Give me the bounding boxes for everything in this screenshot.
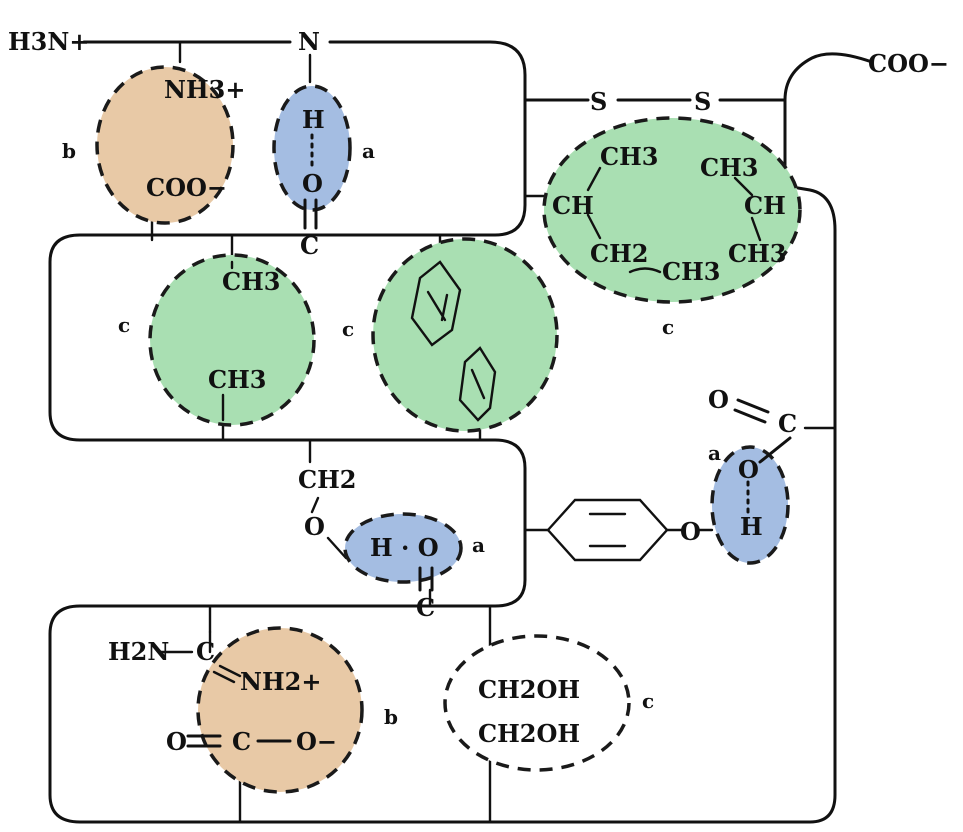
acid-c-label: C bbox=[778, 409, 797, 438]
arg-nh2-label: NH2+ bbox=[240, 667, 321, 696]
disulfide-s1-label: S bbox=[590, 87, 607, 116]
vdw-zone-ser-ser bbox=[443, 634, 631, 772]
tyr-o-label: O bbox=[680, 517, 701, 546]
hydrophobic-zone-ala bbox=[148, 253, 316, 427]
n-terminus-label: H3N+ bbox=[8, 27, 89, 56]
hbond-zone-tyr bbox=[710, 445, 790, 565]
ionic-zone-top bbox=[95, 65, 235, 225]
hbond-h-label: H bbox=[302, 105, 325, 134]
tyrosine-ring bbox=[546, 498, 714, 562]
tag-hbond-peptide: a bbox=[362, 139, 375, 163]
amide-n-label: N bbox=[298, 27, 320, 56]
acid-oh-o-label: O bbox=[738, 455, 759, 484]
ser-ch2-label: CH2 bbox=[298, 465, 356, 494]
inner-bonds bbox=[158, 133, 792, 748]
labels: H3N+ COO− N NH3+ COO− H O C S S CH3 CH C… bbox=[8, 27, 949, 756]
ch2oh-2-label: CH2OH bbox=[478, 719, 580, 748]
carbonyl-c-mid-label: C bbox=[416, 593, 435, 622]
ala-ch3-bottom-label: CH3 bbox=[208, 365, 266, 394]
tag-hydrophobic-phe: c bbox=[342, 317, 354, 341]
zone-tags: a b c c c a a b c bbox=[62, 139, 721, 729]
arg-c-label: C bbox=[196, 637, 215, 666]
ile-ch3-b-label: CH3 bbox=[662, 257, 720, 286]
ile-ch3-a-label: CH3 bbox=[600, 142, 658, 171]
ile-ch-label: CH bbox=[552, 191, 594, 220]
tag-ionic-top: b bbox=[62, 139, 76, 163]
phenyl-ring-1 bbox=[410, 260, 462, 347]
tyr-h-label: H bbox=[740, 512, 763, 541]
hydrophobic-zone-phe bbox=[371, 237, 559, 433]
tag-vdw-ser: c bbox=[642, 689, 654, 713]
ionic-top-negative-label: COO− bbox=[146, 173, 227, 202]
ile-ch2-label: CH2 bbox=[590, 239, 648, 268]
carbonyl-c-top-label: C bbox=[300, 231, 319, 260]
tag-hydrophobic-ala: c bbox=[118, 313, 130, 337]
acid-o-label: O bbox=[708, 385, 729, 414]
phenyl-ring-2 bbox=[458, 346, 497, 422]
leu-ch3-a-label: CH3 bbox=[700, 153, 758, 182]
leu-ch-label: CH bbox=[744, 191, 786, 220]
carboxyl-c-label: C bbox=[232, 727, 251, 756]
tag-ionic-bottom: b bbox=[384, 705, 398, 729]
leu-ch3-b-label: CH3 bbox=[728, 239, 786, 268]
ionic-zone-bottom bbox=[196, 626, 364, 794]
carboxyl-o-minus-label: O− bbox=[296, 727, 337, 756]
hbond-o-label: O bbox=[302, 169, 323, 198]
hbond-zone-ser bbox=[343, 512, 463, 584]
c-terminus-label: COO− bbox=[868, 49, 949, 78]
ala-ch3-top-label: CH3 bbox=[222, 267, 280, 296]
ser-hbond-label: H · O bbox=[370, 533, 439, 562]
c-terminal-branch bbox=[783, 52, 874, 172]
carboxyl-o-double-label: O bbox=[166, 727, 187, 756]
ser-bonds bbox=[310, 496, 348, 560]
tag-hbond-tyr: a bbox=[708, 441, 721, 465]
disulfide-s2-label: S bbox=[694, 87, 711, 116]
tag-hydrophobic-ile: c bbox=[662, 315, 674, 339]
ionic-top-positive-label: NH3+ bbox=[164, 75, 245, 104]
arg-h2n-label: H2N bbox=[108, 637, 169, 666]
ch2oh-1-label: CH2OH bbox=[478, 675, 580, 704]
interaction-zones bbox=[95, 65, 802, 794]
backbone-chain bbox=[48, 40, 837, 824]
ser-o-label: O bbox=[304, 512, 325, 541]
tag-hbond-ser: a bbox=[472, 533, 485, 557]
hydrophobic-zone-ile-leu bbox=[542, 116, 802, 304]
